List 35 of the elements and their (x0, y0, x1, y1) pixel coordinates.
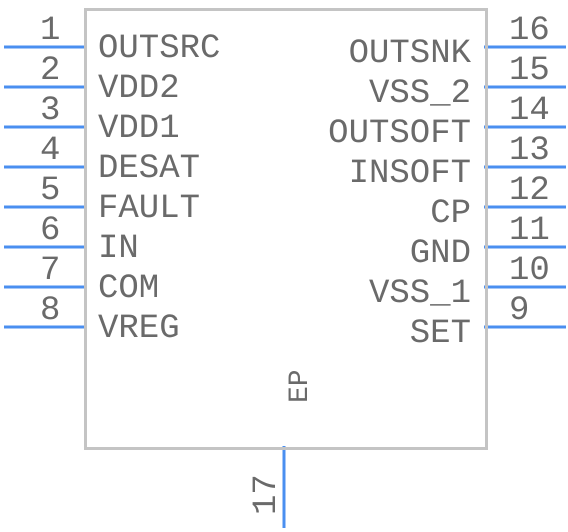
pin-name: FAULT (98, 192, 200, 226)
pin-name: VDD1 (98, 112, 180, 146)
pin-number: 4 (40, 134, 60, 168)
pin-name: OUTSRC (98, 32, 220, 66)
pin-number: 8 (40, 294, 60, 328)
pin-name: OUTSNK (348, 37, 471, 71)
pin-number: 9 (509, 294, 530, 328)
pin-number: 11 (509, 214, 550, 248)
pin-name: OUTSOFT (328, 117, 471, 151)
pin-number: 10 (509, 254, 550, 288)
pin-name: COM (98, 272, 160, 306)
pin-number: 16 (509, 14, 550, 48)
pin-name: VSS_2 (368, 77, 471, 111)
pin-name: DESAT (98, 152, 200, 186)
pin-number: 3 (40, 94, 60, 128)
pin-number: 13 (509, 134, 550, 168)
pin-name: INSOFT (348, 157, 471, 191)
pin-name: GND (410, 237, 471, 271)
pin-number: 6 (40, 214, 60, 248)
pin-number: 15 (509, 54, 550, 88)
chip-body (84, 8, 488, 450)
pin-name: IN (98, 232, 139, 266)
pin-number: 17 (250, 474, 284, 515)
pin-number: 5 (40, 174, 60, 208)
pin-number: 2 (40, 54, 60, 88)
pin-name: CP (430, 197, 471, 231)
pin-name: VREG (98, 312, 180, 346)
pin-name: VDD2 (98, 72, 180, 106)
pin-name: EP (287, 369, 315, 403)
pin-number: 1 (40, 14, 60, 48)
pin-number: 14 (509, 94, 550, 128)
pin-name: VSS_1 (368, 277, 471, 311)
pin-number: 12 (509, 174, 550, 208)
pin-number: 7 (40, 254, 60, 288)
pin-name: SET (410, 317, 471, 351)
